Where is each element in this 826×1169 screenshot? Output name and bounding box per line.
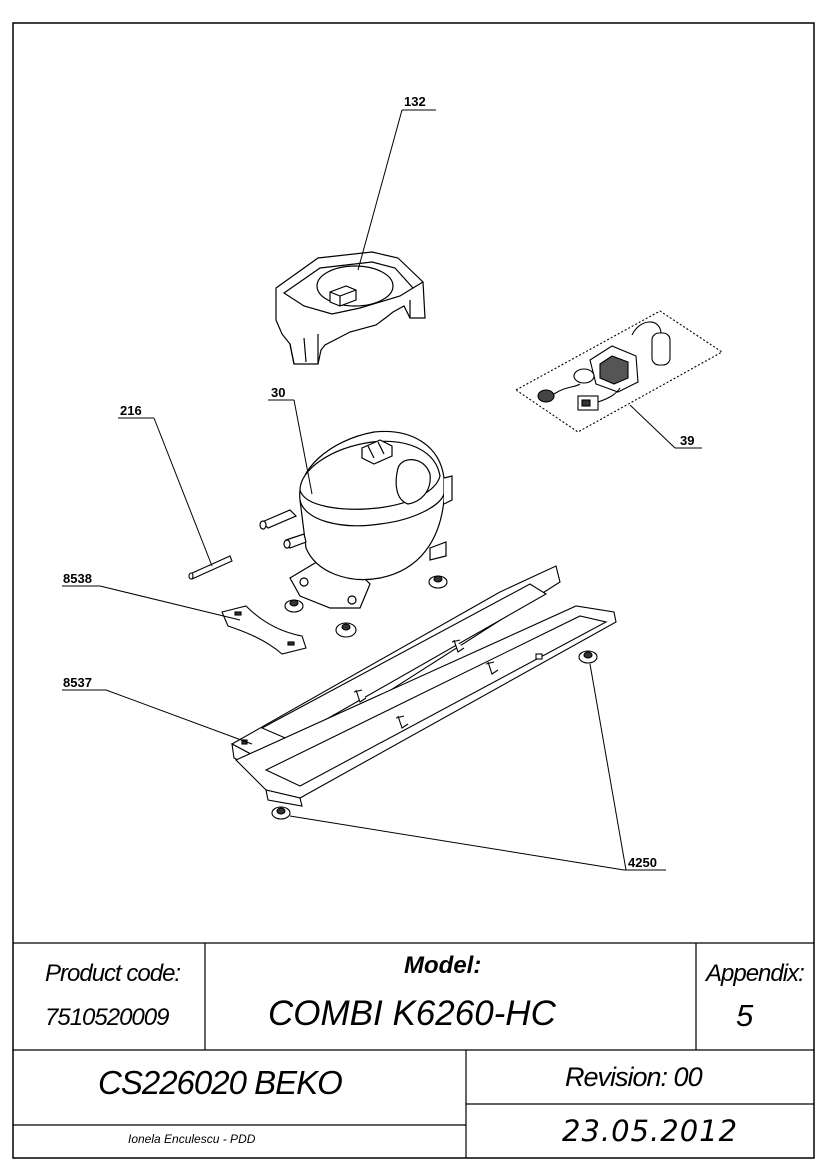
model-value: COMBI K6260-HC (268, 994, 556, 1033)
part-132-cover (275, 251, 426, 365)
date: 23.05.2012 (562, 1114, 739, 1148)
callout-8538: 8538 (63, 571, 92, 586)
leader-216 (153, 417, 213, 567)
grommets-compressor (284, 575, 448, 638)
part-39-electrical-kit (514, 310, 724, 433)
callout-216: 216 (120, 403, 142, 418)
part-8538-bracket (221, 605, 307, 655)
part-30-compressor (259, 430, 453, 609)
leader-30 (293, 399, 313, 495)
leader-4250-a (289, 815, 625, 871)
part-8537-base-rails (230, 565, 617, 807)
leader-8538 (99, 585, 241, 621)
document-code: CS226020 BEKO (98, 1064, 343, 1101)
callout-8537: 8537 (63, 675, 92, 690)
drawing-frame (12, 22, 815, 1159)
revision: Revision: 00 (565, 1062, 703, 1092)
part-216-pin (188, 555, 233, 580)
leader-39 (629, 404, 676, 449)
product-code-value: 7510520009 (45, 1004, 169, 1031)
appendix-label: Appendix: (706, 960, 805, 987)
author: Ionela Enculescu - PDD (128, 1132, 256, 1146)
appendix-value: 5 (736, 998, 754, 1033)
callout-132: 132 (404, 94, 426, 109)
product-code-label: Product code: (45, 960, 181, 987)
title-block-grid (13, 942, 814, 1158)
part-4250-grommets (271, 650, 598, 820)
callout-4250: 4250 (628, 855, 657, 870)
leader-8537 (105, 689, 253, 745)
leader-4250-b (589, 663, 627, 871)
callout-39: 39 (680, 433, 695, 448)
callout-30: 30 (271, 385, 286, 400)
leader-132 (357, 109, 403, 271)
model-label: Model: (404, 952, 482, 979)
